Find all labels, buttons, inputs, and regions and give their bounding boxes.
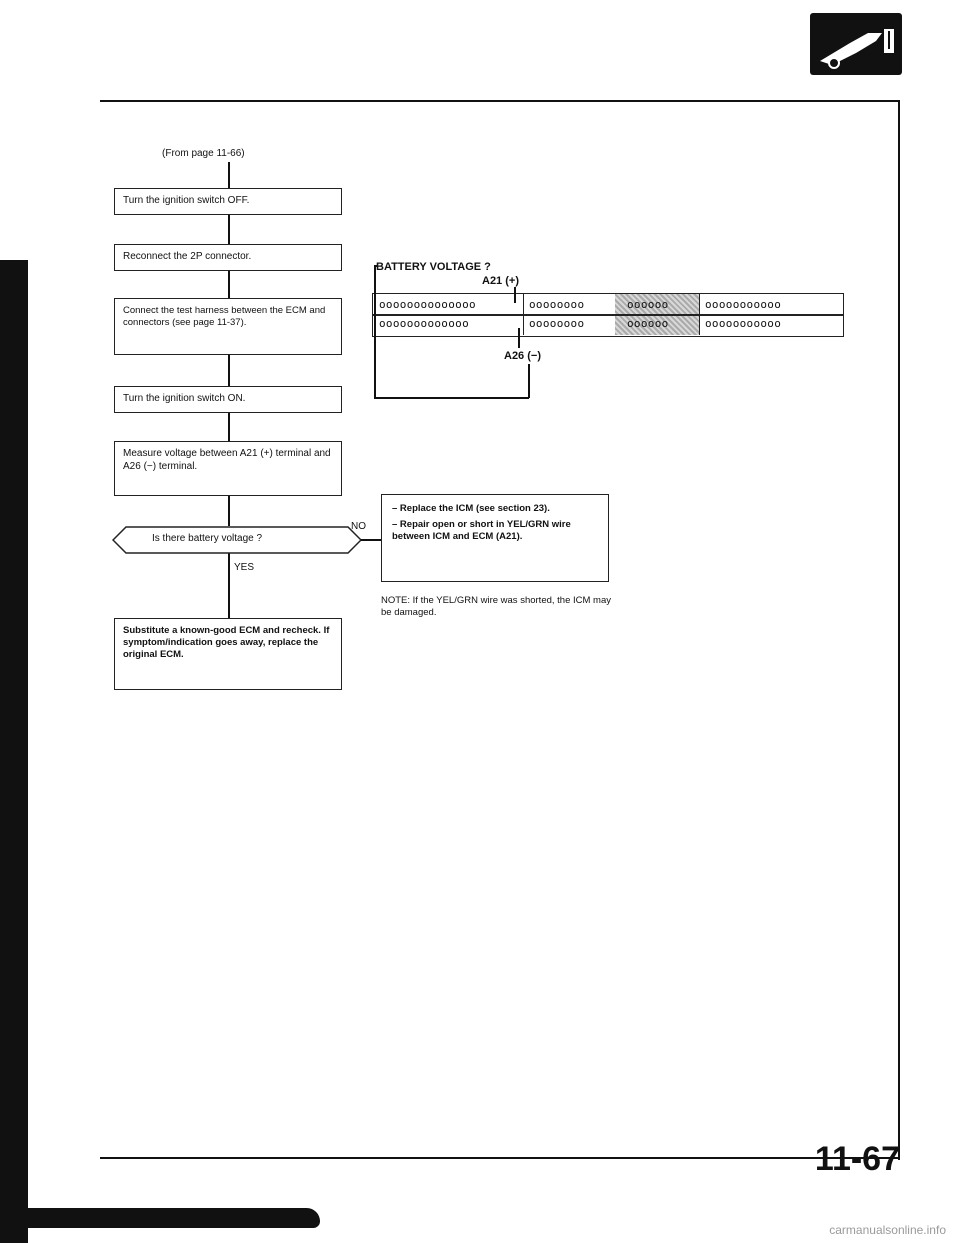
step-text: Substitute a known-good ECM and recheck.… — [123, 625, 330, 660]
binding-edge — [0, 260, 28, 1243]
top-rule — [100, 100, 900, 102]
connector-divider — [373, 314, 843, 316]
watermark: carmanualsonline.info — [829, 1223, 946, 1237]
step-text: Turn the ignition switch ON. — [123, 393, 246, 405]
step-connect-harness: Connect the test harness between the ECM… — [114, 298, 342, 355]
section-icon — [810, 13, 902, 75]
step-text: Turn the ignition switch OFF. — [123, 195, 250, 207]
from-page-ref: (From page 11-66) — [162, 148, 245, 159]
pin-row: oooooooo — [529, 298, 585, 311]
step-reconnect: Reconnect the 2P connector. — [114, 244, 342, 271]
probe-lead-bottom — [374, 397, 529, 399]
step-ignition-on: Turn the ignition switch ON. — [114, 386, 342, 413]
step-text: Reconnect the 2P connector. — [123, 251, 252, 263]
no-result-line-1: – Replace the ICM (see section 23). — [392, 503, 550, 514]
step-measure: Measure voltage between A21 (+) terminal… — [114, 441, 342, 496]
flow-line — [228, 496, 230, 526]
pos-terminal-label: A21 (+) — [482, 275, 519, 287]
step-text: Connect the test harness between the ECM… — [123, 305, 326, 328]
no-label: NO — [351, 521, 366, 532]
probe-a21-stem — [514, 287, 516, 303]
decision-shape — [112, 526, 362, 554]
flow-line — [228, 552, 230, 618]
pin-row: ooooooooooooo — [379, 317, 469, 330]
flow-line — [228, 413, 230, 441]
pin-row: ooooooooooo — [705, 317, 782, 330]
right-frame-rule — [898, 100, 900, 1160]
connector-a-block: oooooooooooooo ooooooooooooo — [373, 294, 524, 335]
probe-lead-neg — [528, 364, 530, 398]
diagram-title: BATTERY VOLTAGE ? — [376, 261, 491, 273]
pin-row: oooooooo — [529, 317, 585, 330]
probe-lead-pos-top — [374, 265, 378, 267]
step-ignition-off: Turn the ignition switch OFF. — [114, 188, 342, 215]
flow-line — [228, 271, 230, 298]
probe-lead-pos — [374, 265, 376, 398]
pin-row: ooooooooooo — [705, 298, 782, 311]
step-substitute-ecm: Substitute a known-good ECM and recheck.… — [114, 618, 342, 690]
flow-line — [228, 162, 230, 188]
no-result-box: – Replace the ICM (see section 23). – Re… — [381, 494, 609, 582]
flow-line — [228, 215, 230, 244]
page-number: 11-67 — [814, 1140, 900, 1178]
pin-row: oooooo — [627, 317, 669, 330]
flow-line — [228, 355, 230, 386]
neg-terminal-label: A26 (−) — [504, 350, 541, 362]
pin-row: oooooooooooooo — [379, 298, 476, 311]
note-text: NOTE: If the YEL/GRN wire was shorted, t… — [381, 595, 612, 618]
decision-question: Is there battery voltage ? — [152, 533, 263, 544]
yes-label: YES — [234, 562, 255, 573]
ecm-connector: oooooooooooooo ooooooooooooo oooooooo oo… — [372, 293, 844, 337]
connector-b-block: oooooooo oooooooo — [523, 294, 616, 335]
car-ignition-icon — [820, 29, 894, 69]
no-result-line-2: – Repair open or short in YEL/GRN wire b… — [392, 518, 571, 542]
connector-d-block: ooooooooooo ooooooooooo — [699, 294, 843, 335]
binding-sweep — [20, 1208, 320, 1228]
bottom-rule — [100, 1157, 900, 1159]
no-branch-line — [361, 539, 381, 541]
step-text: Measure voltage between A21 (+) terminal… — [123, 448, 331, 472]
pin-row: oooooo — [627, 298, 669, 311]
probe-a26-stem — [518, 328, 520, 348]
